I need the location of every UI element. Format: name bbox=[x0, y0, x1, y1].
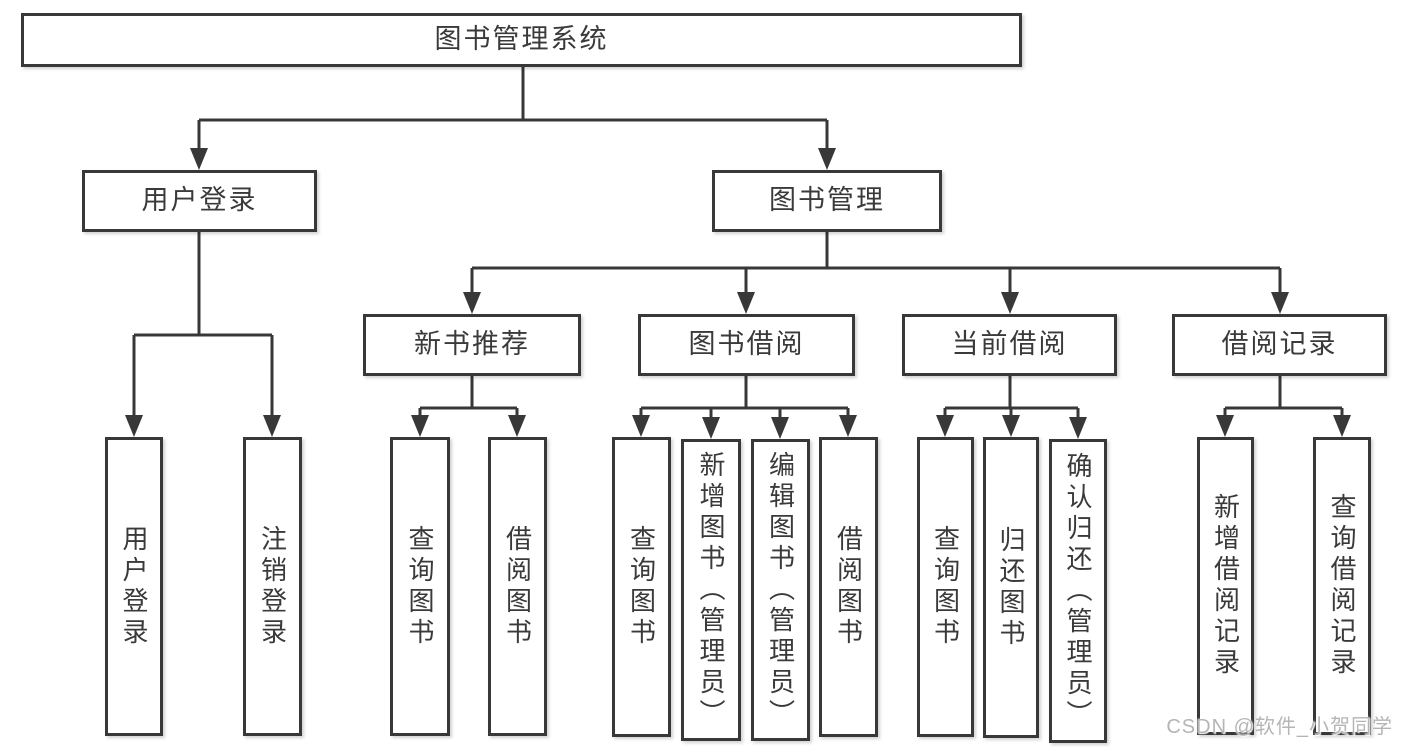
arrowhead bbox=[936, 415, 954, 437]
node-label: 借阅图书 bbox=[833, 525, 864, 649]
node-label: 当前借阅 bbox=[951, 329, 1068, 360]
node-label: 借阅图书 bbox=[502, 524, 533, 649]
node-leaf-current-confirm-return-admin: 确认归还（管理员） bbox=[1049, 439, 1107, 743]
node-leaf-current-query-book: 查询图书 bbox=[917, 437, 974, 737]
node-leaf-recommend-query-book: 查询图书 bbox=[390, 437, 450, 736]
node-label: 新增图书（管理员） bbox=[696, 450, 726, 730]
arrowhead bbox=[632, 415, 650, 437]
node-label: 查询图书 bbox=[405, 524, 435, 649]
node-label: 新书推荐 bbox=[414, 329, 530, 360]
arrowheads bbox=[125, 148, 1351, 439]
node-leaf-borrow-edit-book-admin: 编辑图书（管理员） bbox=[751, 439, 810, 741]
arrowhead bbox=[737, 292, 755, 314]
csdn-watermark: CSDN @软件_小贺同学 bbox=[1166, 716, 1393, 738]
node-new-book-recommend: 新书推荐 bbox=[363, 314, 581, 376]
node-leaf-borrow-add-book-admin: 新增图书（管理员） bbox=[681, 439, 741, 741]
arrowhead bbox=[125, 415, 143, 437]
node-leaf-records-add-record: 新增借阅记录 bbox=[1197, 437, 1254, 735]
node-label: 归还图书 bbox=[996, 525, 1026, 650]
arrowhead bbox=[839, 415, 857, 437]
arrowhead bbox=[1001, 292, 1019, 314]
node-user-login: 用户登录 bbox=[82, 170, 317, 232]
node-label: 查询图书 bbox=[626, 525, 657, 649]
arrowhead bbox=[1271, 292, 1289, 314]
node-leaf-borrow-borrow-book: 借阅图书 bbox=[819, 437, 878, 737]
node-book-borrow: 图书借阅 bbox=[638, 314, 855, 376]
arrowhead bbox=[463, 292, 481, 314]
node-label: 用户登录 bbox=[119, 524, 149, 649]
node-leaf-logout: 注销登录 bbox=[243, 437, 302, 736]
arrowhead bbox=[508, 415, 526, 437]
arrowhead bbox=[190, 148, 208, 170]
arrowhead bbox=[818, 148, 836, 170]
node-leaf-records-query-record: 查询借阅记录 bbox=[1313, 437, 1371, 735]
node-label: 图书借阅 bbox=[688, 329, 805, 360]
node-label: 图书管理 bbox=[769, 185, 885, 216]
arrowhead bbox=[771, 417, 789, 439]
node-current-borrow: 当前借阅 bbox=[902, 314, 1117, 376]
arrowhead bbox=[1216, 415, 1234, 437]
node-label: 借阅记录 bbox=[1221, 329, 1338, 360]
node-leaf-user-login: 用户登录 bbox=[105, 437, 163, 736]
node-label: 查询图书 bbox=[930, 525, 961, 649]
node-borrow-records: 借阅记录 bbox=[1172, 314, 1387, 376]
node-leaf-recommend-borrow-book: 借阅图书 bbox=[488, 437, 547, 736]
node-label: 编辑图书（管理员） bbox=[765, 450, 796, 730]
node-label: 图书管理系统 bbox=[434, 24, 609, 55]
node-book-management: 图书管理 bbox=[712, 170, 942, 232]
node-leaf-current-return-book: 归还图书 bbox=[983, 437, 1039, 738]
node-label: 新增借阅记录 bbox=[1210, 493, 1241, 679]
arrowhead bbox=[263, 415, 281, 437]
arrowhead bbox=[1002, 415, 1020, 437]
node-leaf-borrow-query-book: 查询图书 bbox=[612, 437, 671, 737]
node-label: 确认归还（管理员） bbox=[1063, 451, 1093, 731]
arrowhead bbox=[1333, 415, 1351, 437]
node-root: 图书管理系统 bbox=[21, 13, 1022, 67]
arrowhead bbox=[702, 417, 720, 439]
arrowhead bbox=[1069, 417, 1087, 439]
arrowhead bbox=[411, 415, 429, 437]
node-label: 用户登录 bbox=[141, 185, 258, 216]
node-label: 注销登录 bbox=[257, 524, 288, 649]
node-label: 查询借阅记录 bbox=[1327, 493, 1357, 679]
